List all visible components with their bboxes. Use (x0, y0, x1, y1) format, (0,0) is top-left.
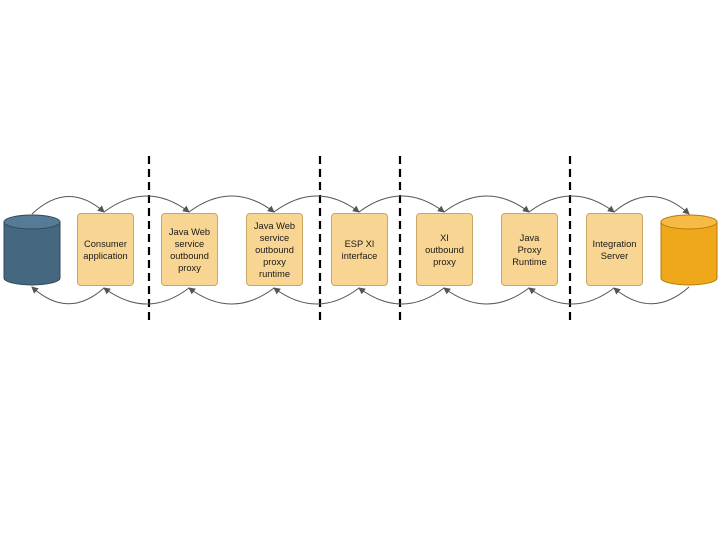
component-java-web-service-outbound-proxy: Java Web service outbound proxy (161, 213, 218, 286)
response-arrow (358, 287, 445, 305)
component-esp-xi-interface: ESP XI interface (331, 213, 388, 286)
source-database-icon (3, 214, 61, 286)
response-arrow (273, 287, 360, 305)
response-arrow (31, 286, 105, 305)
component-label: XI outbound proxy (425, 232, 464, 267)
response-arrow (443, 287, 530, 305)
component-integration-server: Integration Server (586, 213, 643, 286)
component-java-proxy-runtime: Java Proxy Runtime (501, 213, 558, 286)
component-xi-outbound-proxy: XI outbound proxy (416, 213, 473, 286)
request-arrow (358, 195, 445, 213)
target-database-icon (660, 214, 718, 286)
component-label: ESP XI interface (341, 238, 378, 261)
response-arrow (103, 287, 190, 305)
component-label: Java Web service outbound proxy (168, 226, 211, 273)
component-label: Integration Server (592, 238, 637, 261)
request-arrow (188, 195, 275, 213)
response-arrow (613, 286, 690, 305)
component-label: Java Proxy Runtime (512, 232, 547, 267)
component-label: Java Web service outbound proxy runtime (253, 220, 296, 279)
component-label: Consumer application (83, 238, 128, 261)
request-arrow (613, 196, 690, 215)
component-consumer-application: Consumer application (77, 213, 134, 286)
response-arrow (188, 287, 275, 305)
request-arrow (528, 195, 615, 213)
component-java-web-service-outbound-proxy-runtime: Java Web service outbound proxy runtime (246, 213, 303, 286)
request-arrow (443, 195, 530, 213)
response-arrow (528, 287, 615, 305)
request-arrow (273, 195, 360, 213)
request-arrow (103, 195, 190, 213)
request-arrow (31, 196, 105, 215)
